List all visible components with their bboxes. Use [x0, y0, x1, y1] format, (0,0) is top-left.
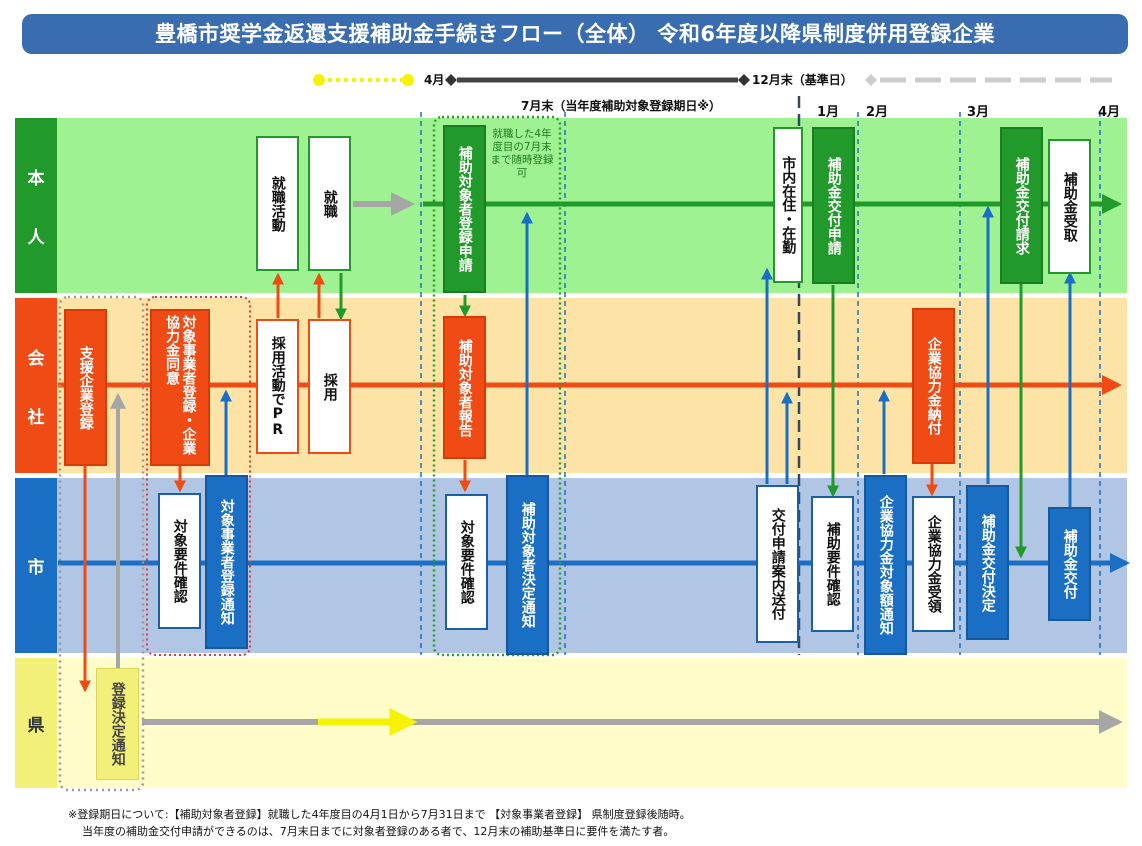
lane-label-char: 本: [27, 168, 45, 189]
box-kigyo-kyoryokukin-nofu: 企業協力金納付: [912, 308, 955, 464]
box-shien-kigyo-toroku: 支援企業登録: [64, 309, 107, 466]
lane-label-ken: 県: [15, 658, 57, 788]
box-hojokin-kofu-seikyu: 補助金交付請求: [1000, 127, 1043, 284]
note-shushoku-toroku: 就職した4年度目の7月末まで随時登録可: [490, 128, 554, 180]
box-shinai-zaiju-zaikin: 市内在住・在勤: [773, 127, 803, 283]
month-label-3: 3月: [967, 105, 990, 120]
lane-label-honnin: 本 人: [15, 118, 57, 293]
box-saiyo: 採用: [308, 319, 351, 454]
box-hojo-taishosha-hokoku: 補助対象者報告: [443, 316, 486, 459]
timeline-april: 4月: [424, 73, 445, 87]
box-hojo-taishosha-kettei-tsuchi: 補助対象者決定通知: [506, 475, 549, 655]
box-hojokin-kofu-kettei: 補助金交付決定: [966, 485, 1009, 640]
month-label-4: 4月: [1098, 105, 1121, 120]
box-shushoku-katsudo: 就職活動: [256, 136, 299, 271]
timeline-july: 7月末（当年度補助対象登録期日※）: [521, 99, 722, 113]
lane-label-char: 市: [27, 558, 45, 578]
timeline-december: 12月末（基準日）: [752, 73, 853, 87]
month-label-1: 1月: [817, 105, 840, 120]
box-taisho-yoken-kakunin-2: 対象要件確認: [445, 494, 488, 630]
box-saiyo-katsudo-pr: 採用活動でPR: [256, 319, 299, 454]
timeline-bar: [313, 74, 1112, 86]
lane-label-char: 社: [27, 407, 45, 428]
box-taisho-jigyosha-toroku: 対象事業者登録・企業協力金同意: [150, 309, 210, 466]
lane-label-kaisha: 会 社: [15, 298, 57, 473]
lane-label-char: 人: [27, 227, 45, 248]
box-hojokin-kofu-shinsei: 補助金交付申請: [812, 127, 855, 284]
box-taisho-jigyosha-toroku-tsuchi: 対象事業者登録通知: [205, 475, 248, 649]
group-border-taishosha-toroku: [432, 115, 562, 657]
box-kigyo-kyoryokukin-juryo: 企業協力金受領: [912, 496, 955, 632]
lane-label-char: 県: [27, 715, 45, 736]
group-border-kaisha-toroku: [146, 296, 251, 656]
footnote-line-2: 当年度の補助金交付申請ができるのは、7月末日までに対象者登録のある者で、12月末…: [82, 825, 675, 838]
footnote-line-1: ※登録期日について:【補助対象者登録】就職した4年度目の4月1日から7月31日ま…: [68, 808, 691, 821]
box-kofu-shinsei-annai-sofu: 交付申請案内送付: [756, 485, 799, 643]
month-label-2: 2月: [866, 105, 889, 120]
box-toroku-kettei-tsuchi: 登録決定通知: [96, 668, 139, 780]
page-title: 豊橋市奨学金返還支援補助金手続きフロー（全体） 令和6年度以降県制度併用登録企業: [22, 14, 1128, 54]
box-shushoku: 就職: [308, 136, 351, 271]
box-hojokin-juryo: 補助金受取: [1048, 139, 1091, 274]
lane-label-char: 会: [27, 348, 45, 369]
box-hojokin-kofu: 補助金交付: [1048, 507, 1091, 621]
box-hojo-yoken-kakunin: 補助要件確認: [811, 496, 854, 632]
lane-label-shi: 市: [15, 478, 57, 653]
box-taisho-yoken-kakunin-1: 対象要件確認: [158, 493, 201, 629]
box-hojo-taishosha-toroku-shinsei: 補助対象者登録申請: [443, 125, 486, 293]
box-kigyo-kyoryokukin-taishogaku-tsuchi: 企業協力金対象額通知: [864, 475, 907, 655]
